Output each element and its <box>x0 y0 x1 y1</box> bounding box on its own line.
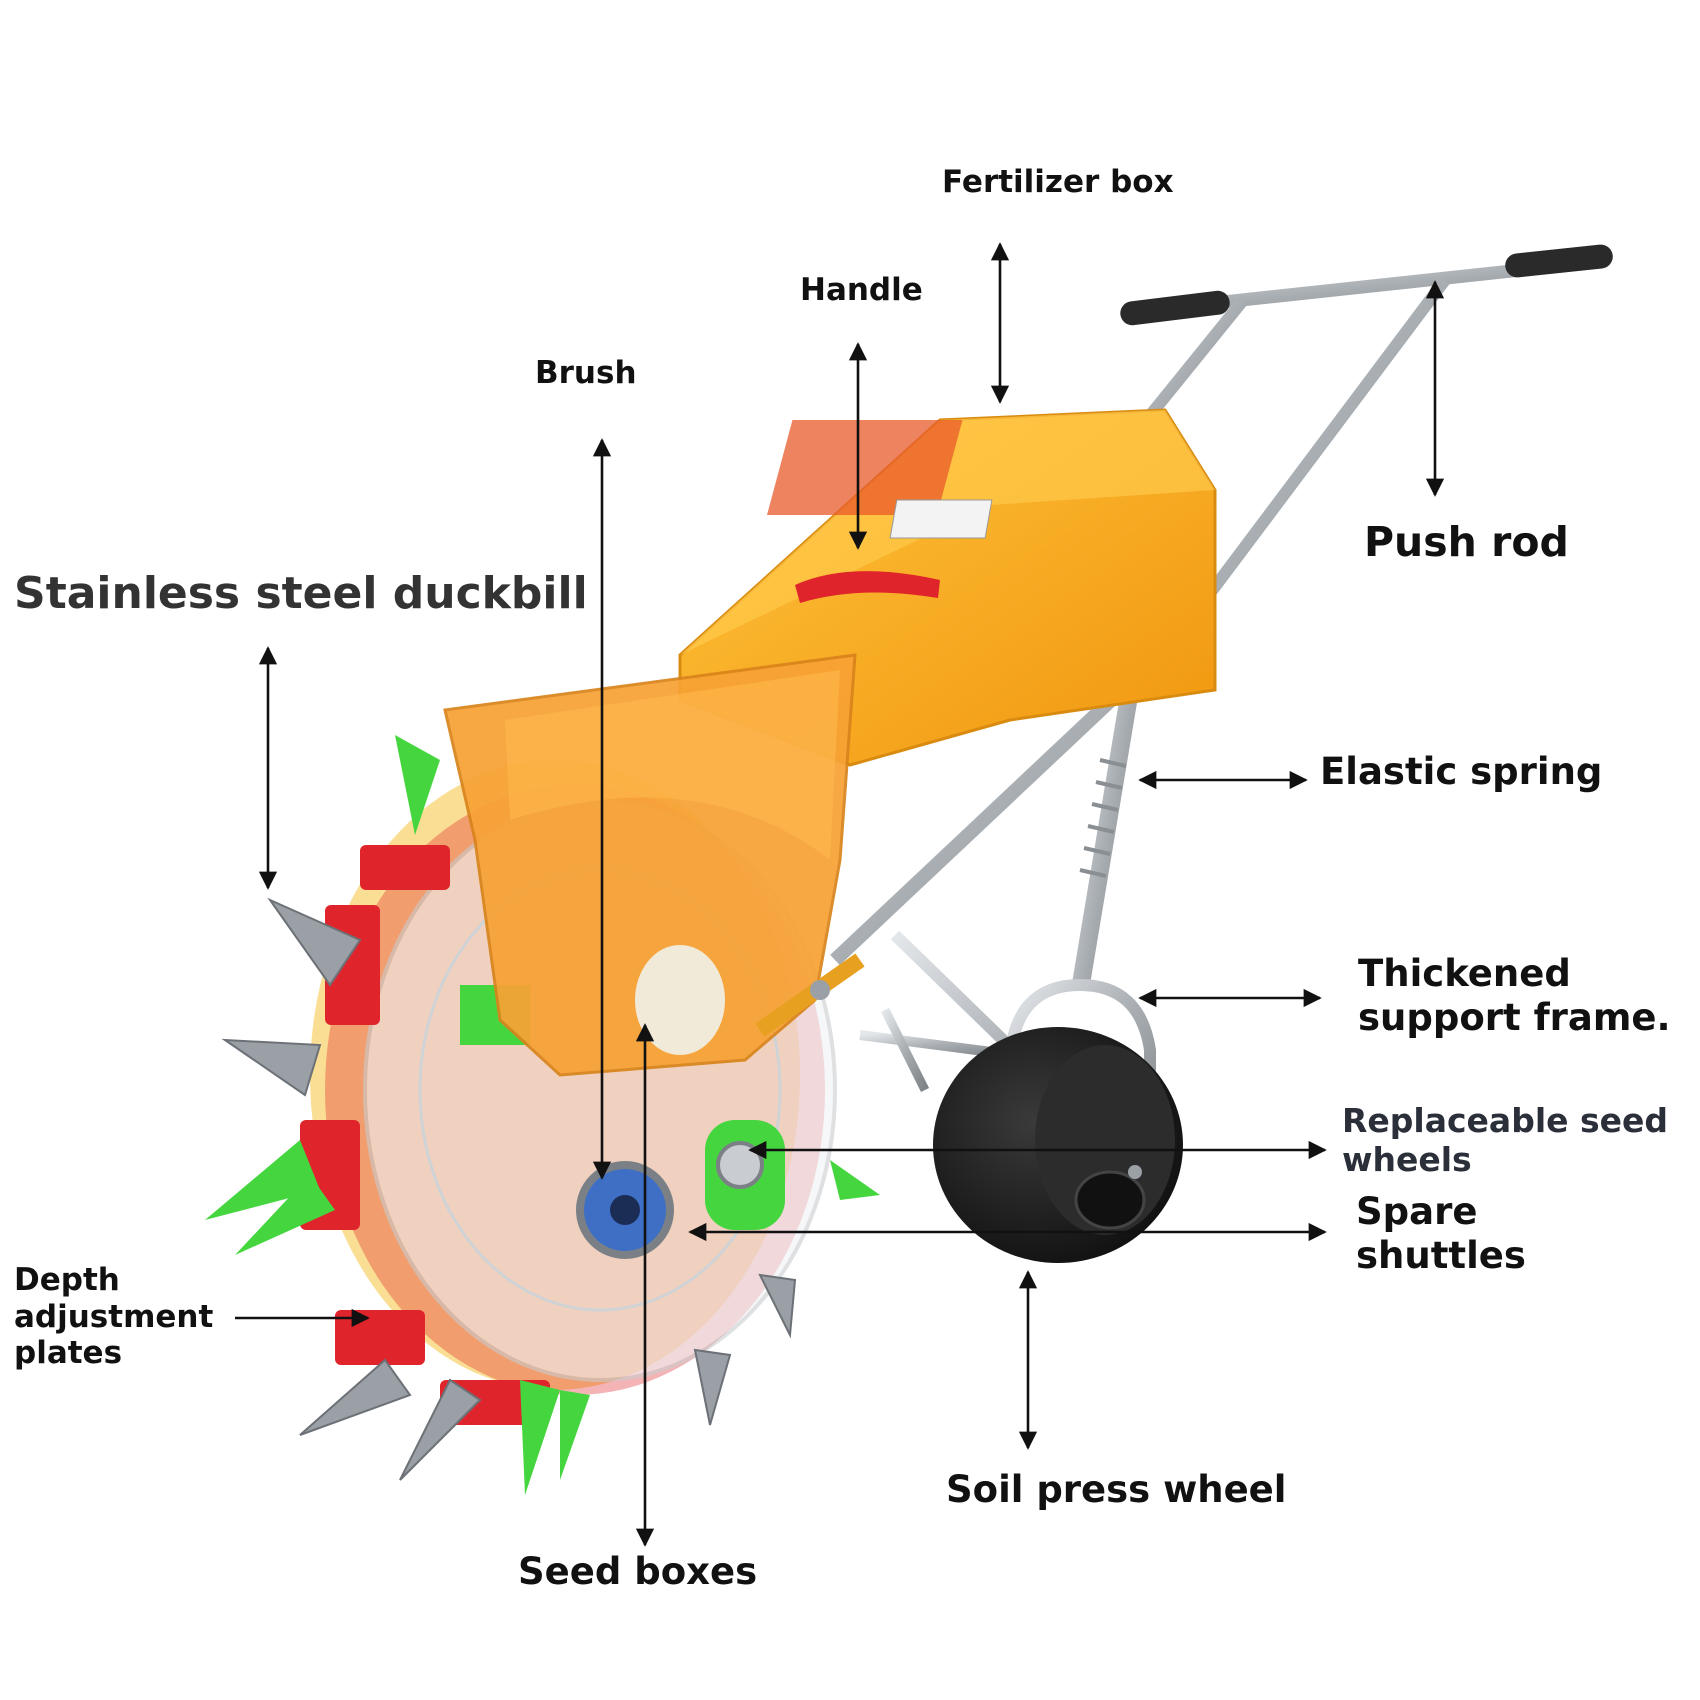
label-soil-press-wheel: Soil press wheel <box>946 1468 1287 1511</box>
annotation-arrows <box>235 242 1445 1547</box>
soil-press-wheel <box>933 1027 1183 1263</box>
elastic-spring-coil <box>1079 758 1127 878</box>
seed-drum <box>205 653 880 1495</box>
label-brush: Brush <box>535 355 637 391</box>
label-seed-boxes: Seed boxes <box>518 1550 758 1593</box>
label-spare-shuttles: Spare shuttles <box>1356 1190 1526 1277</box>
label-fertilizer-box: Fertilizer box <box>942 164 1174 200</box>
label-stainless-steel-duckbill: Stainless steel duckbill <box>14 568 588 619</box>
left-grip <box>1120 290 1230 326</box>
label-replaceable-seed-wheels: Replaceable seed wheels <box>1342 1101 1669 1179</box>
label-handle: Handle <box>800 272 923 308</box>
box-carry-handle <box>795 571 940 603</box>
label-elastic-spring: Elastic spring <box>1320 750 1603 793</box>
label-push-rod: Push rod <box>1364 518 1569 566</box>
label-depth-adjustment-plates: Depth adjustment plates <box>14 1262 214 1372</box>
right-grip <box>1505 244 1613 278</box>
label-thickened-support-frame: Thickened support frame. <box>1358 952 1671 1039</box>
